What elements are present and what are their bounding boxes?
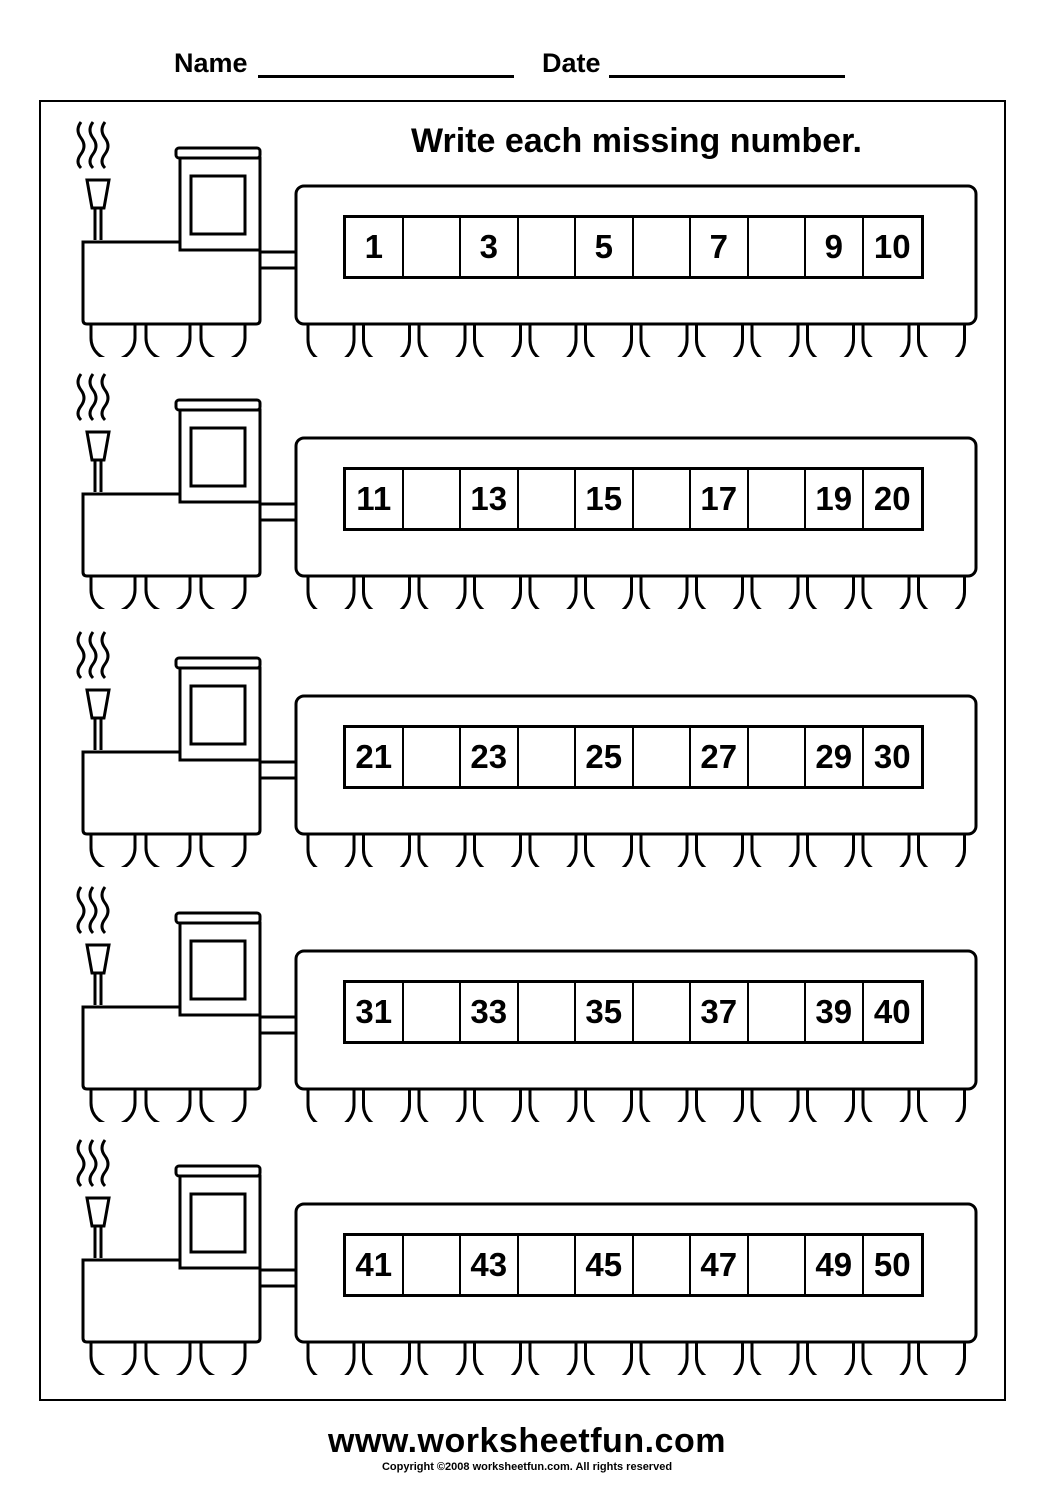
number-box: 20: [873, 480, 911, 517]
date-line[interactable]: [609, 75, 845, 78]
number-box: 25: [576, 728, 634, 786]
missing-number-box[interactable]: [518, 1236, 576, 1294]
number-box: 13: [461, 470, 519, 528]
number-box: 21: [346, 728, 404, 786]
missing-number-box[interactable]: [403, 983, 461, 1041]
footer-copyright: Copyright ©2008 worksheetfun.com. All ri…: [381, 1461, 673, 1473]
missing-number-box[interactable]: [403, 470, 461, 528]
train-drawing: [76, 631, 978, 867]
number-box: 29: [806, 728, 864, 786]
number-box: 40: [873, 993, 911, 1030]
missing-number-box[interactable]: [403, 728, 461, 786]
number-box: 31: [346, 983, 404, 1041]
missing-number-box[interactable]: [633, 218, 691, 276]
number-box: 23: [461, 728, 519, 786]
number-box: 7: [691, 218, 749, 276]
number-box: 10: [873, 228, 911, 265]
number-box: 19: [806, 470, 864, 528]
footer-url: www.worksheetfun.com: [328, 1422, 726, 1460]
date-label: Date: [542, 48, 601, 78]
number-box: 39: [806, 983, 864, 1041]
number-box: 41: [346, 1236, 404, 1294]
missing-number-box[interactable]: [518, 983, 576, 1041]
name-label: Name: [174, 48, 248, 78]
number-box: 47: [691, 1236, 749, 1294]
number-box: 43: [461, 1236, 519, 1294]
number-box: 15: [576, 470, 634, 528]
missing-number-box[interactable]: [748, 728, 806, 786]
train-drawing: [76, 1139, 978, 1375]
train-drawing: [76, 121, 978, 357]
number-box: 9: [806, 218, 864, 276]
number-box: 17: [691, 470, 749, 528]
train-drawing: [76, 373, 978, 609]
missing-number-box[interactable]: [518, 218, 576, 276]
missing-number-box[interactable]: [748, 1236, 806, 1294]
missing-number-box[interactable]: [633, 470, 691, 528]
worksheet-title: Write each missing number.: [411, 122, 862, 160]
number-box: 37: [691, 983, 749, 1041]
missing-number-box[interactable]: [403, 1236, 461, 1294]
missing-number-box[interactable]: [633, 728, 691, 786]
missing-number-box[interactable]: [633, 983, 691, 1041]
missing-number-box[interactable]: [518, 470, 576, 528]
number-box: 30: [873, 738, 911, 775]
missing-number-box[interactable]: [748, 470, 806, 528]
number-box: 35: [576, 983, 634, 1041]
train-drawing: [76, 886, 978, 1122]
number-box: 5: [576, 218, 634, 276]
missing-number-box[interactable]: [403, 218, 461, 276]
number-box: 50: [873, 1246, 911, 1283]
number-box: 49: [806, 1236, 864, 1294]
number-box: 27: [691, 728, 749, 786]
name-line[interactable]: [258, 75, 514, 78]
number-box: 33: [461, 983, 519, 1041]
missing-number-box[interactable]: [518, 728, 576, 786]
number-box: 45: [576, 1236, 634, 1294]
number-box: 11: [346, 470, 404, 528]
number-box: 3: [461, 218, 519, 276]
worksheet-header: Name Date: [0, 48, 1054, 88]
missing-number-box[interactable]: [633, 1236, 691, 1294]
missing-number-box[interactable]: [748, 983, 806, 1041]
number-box: 1: [346, 218, 404, 276]
missing-number-box[interactable]: [748, 218, 806, 276]
